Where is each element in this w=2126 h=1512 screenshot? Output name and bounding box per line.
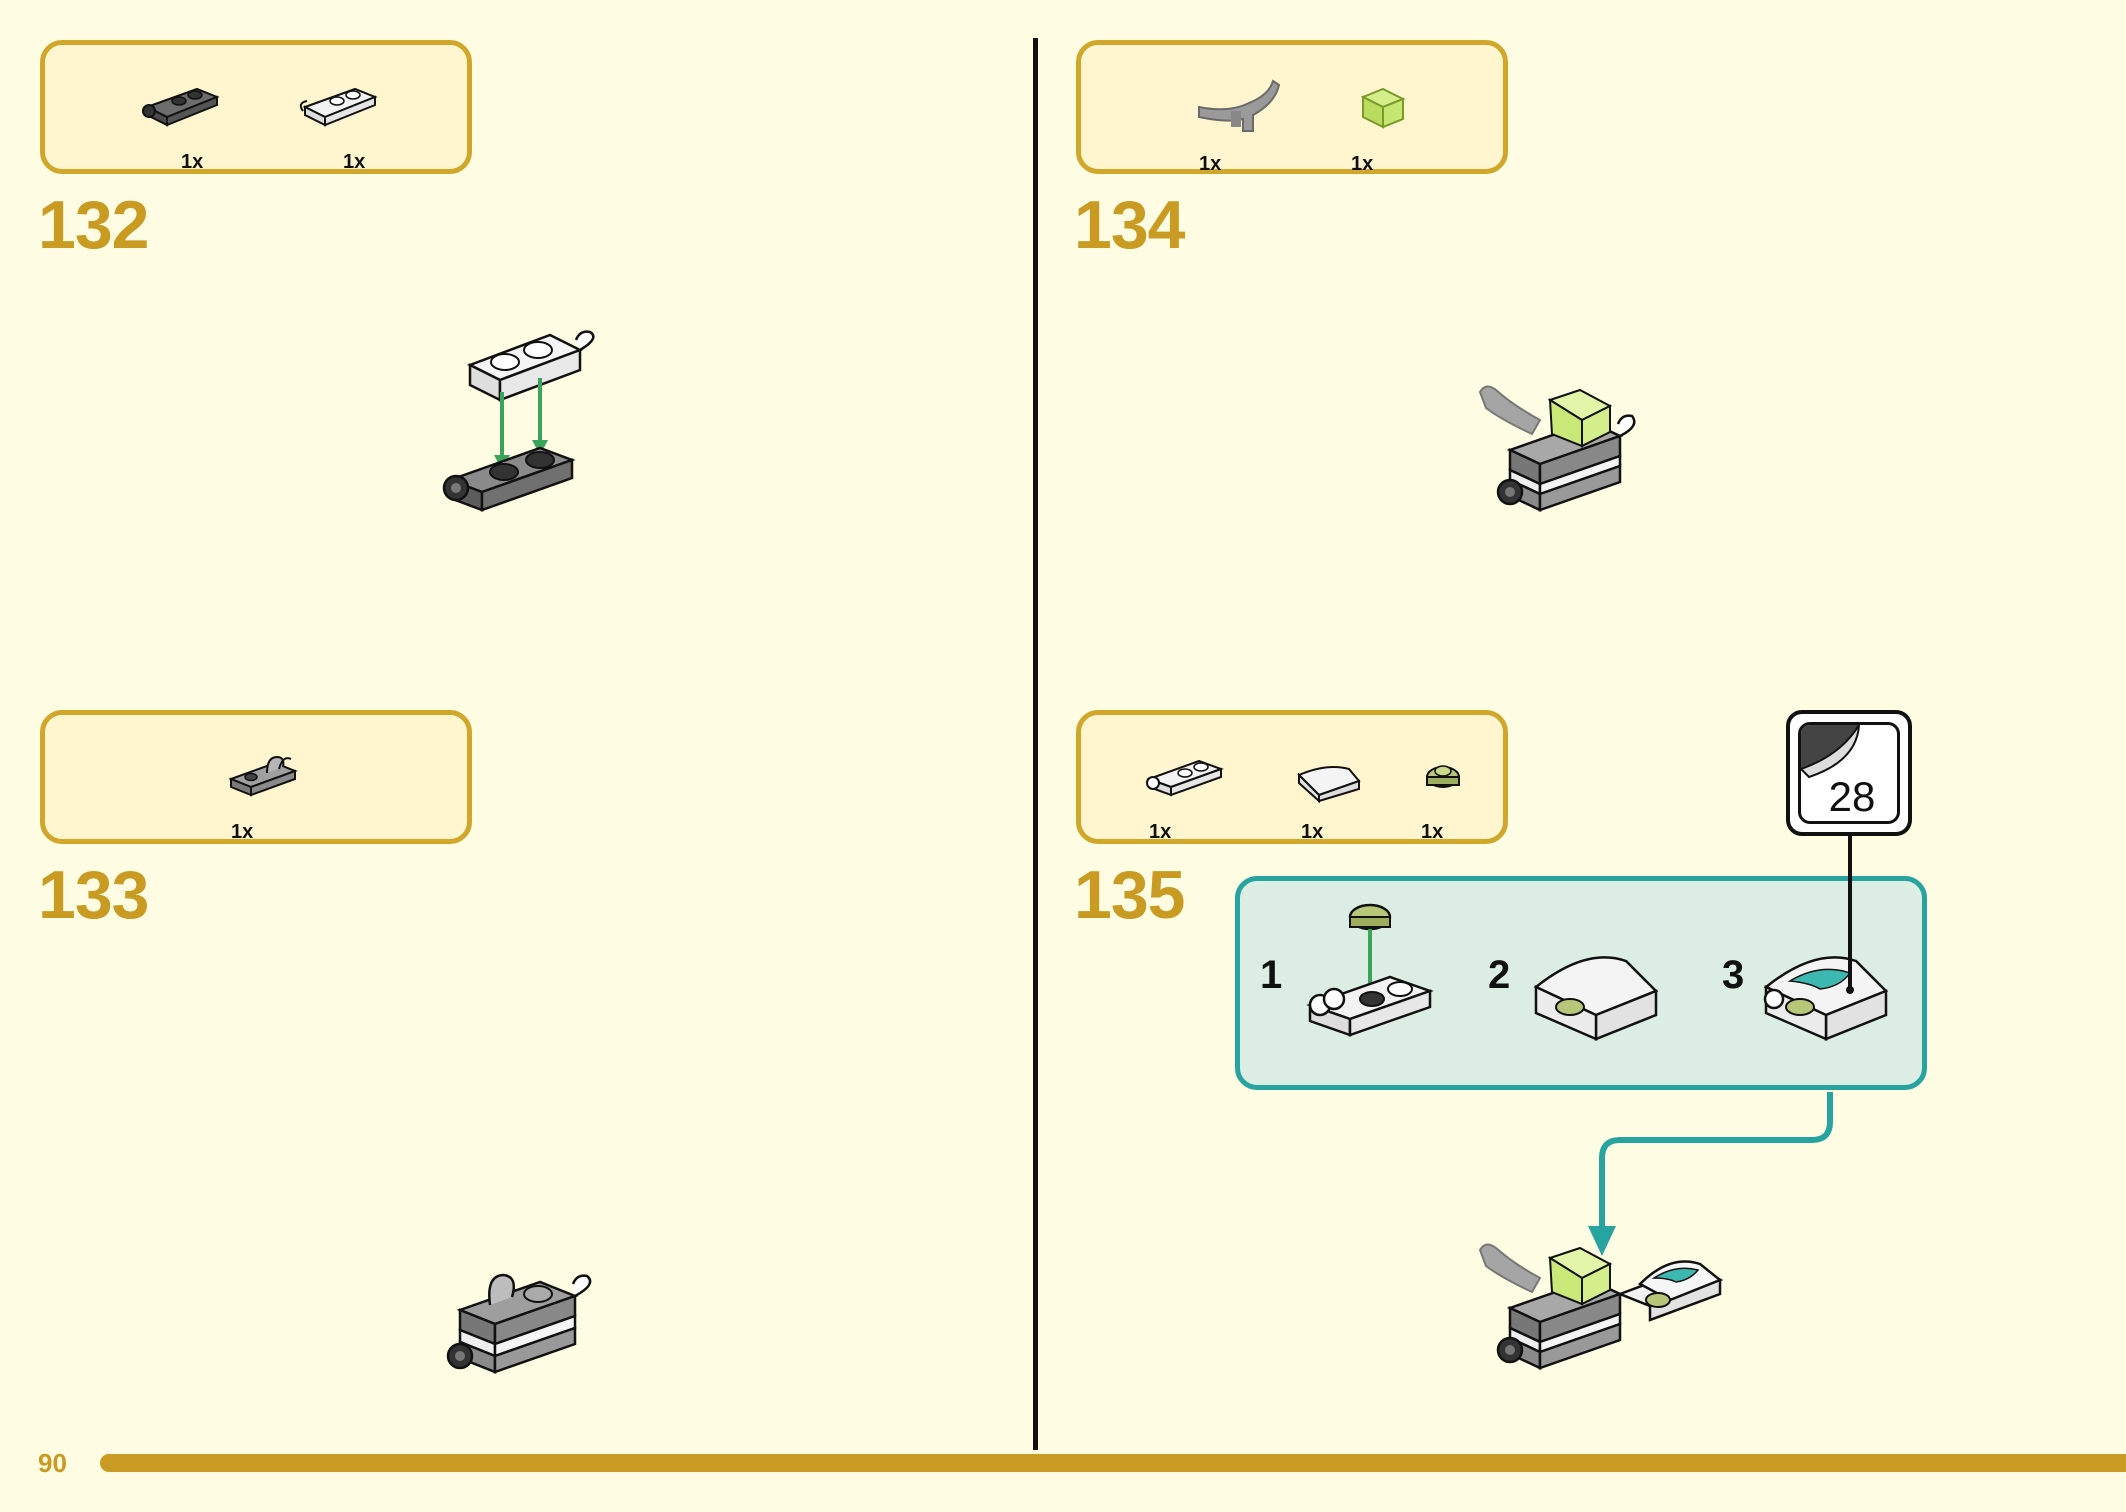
qty-label: 1x xyxy=(1351,153,1374,175)
lime-trans-slope-icon xyxy=(1360,87,1406,129)
gray-horn-piece-icon xyxy=(1198,79,1281,132)
substep-arrow xyxy=(1599,1092,1833,1228)
qty-label: 1x xyxy=(1421,821,1444,843)
footer-bar xyxy=(100,1454,2126,1472)
qty-label: 1x xyxy=(231,821,254,843)
sticker-callout: 28 xyxy=(1786,710,1912,836)
white-hinge-plate-icon xyxy=(299,87,378,127)
part-white-curved-slope: 1x xyxy=(1279,737,1389,847)
dark-gray-clip-plate-icon xyxy=(142,87,220,127)
parts-callout-132: 1x 1x xyxy=(40,40,472,174)
parts-callout-135: 1x 1x 1x xyxy=(1076,710,1508,844)
parts-callout-134: 1x 1x xyxy=(1076,40,1508,177)
substep-number: 3 xyxy=(1722,953,1745,997)
step-134-model xyxy=(1478,385,1636,512)
substep-number: 2 xyxy=(1488,953,1511,997)
qty-label: 1x xyxy=(343,151,366,173)
step-number: 132 xyxy=(38,187,149,263)
substep-3-model xyxy=(1763,956,1889,1041)
white-bar-plate-icon xyxy=(1146,759,1224,797)
step-132-model xyxy=(442,330,595,512)
qty-label: 1x xyxy=(1301,821,1324,843)
step-133-model xyxy=(446,1273,592,1374)
step-number: 133 xyxy=(38,857,149,933)
part-lime-trans-slope: 1x xyxy=(1343,67,1453,177)
step-135-model xyxy=(1478,1243,1724,1370)
part-white-hinge-plate: 1x xyxy=(295,67,405,177)
page-number: 90 xyxy=(38,1448,67,1478)
part-dark-gray-clip-plate: 1x xyxy=(137,67,247,177)
substep-2-model xyxy=(1533,956,1659,1041)
sticker-sheet-icon: 28 xyxy=(1798,722,1900,824)
part-lime-round-plate: 1x xyxy=(1403,737,1513,847)
substep-number: 1 xyxy=(1260,953,1283,997)
step-number: 135 xyxy=(1074,857,1185,933)
qty-label: 1x xyxy=(1199,153,1222,175)
substep-1-model xyxy=(1306,903,1434,1037)
sticker-number: 28 xyxy=(1828,773,1876,820)
lime-round-plate-icon xyxy=(1426,765,1460,788)
part-gray-clip-plate: 1x xyxy=(215,737,325,847)
page-divider xyxy=(1033,38,1038,1450)
step-number: 134 xyxy=(1074,187,1185,263)
part-white-bar-plate: 1x xyxy=(1137,737,1247,847)
qty-label: 1x xyxy=(181,151,204,173)
qty-label: 1x xyxy=(1149,821,1172,843)
gray-clip-plate-icon xyxy=(228,755,298,797)
white-curved-slope-icon xyxy=(1297,766,1361,804)
parts-callout-133: 1x xyxy=(40,710,472,844)
part-gray-horn-piece: 1x xyxy=(1191,67,1301,177)
substep-panel: 1 2 3 xyxy=(1235,876,1927,1090)
